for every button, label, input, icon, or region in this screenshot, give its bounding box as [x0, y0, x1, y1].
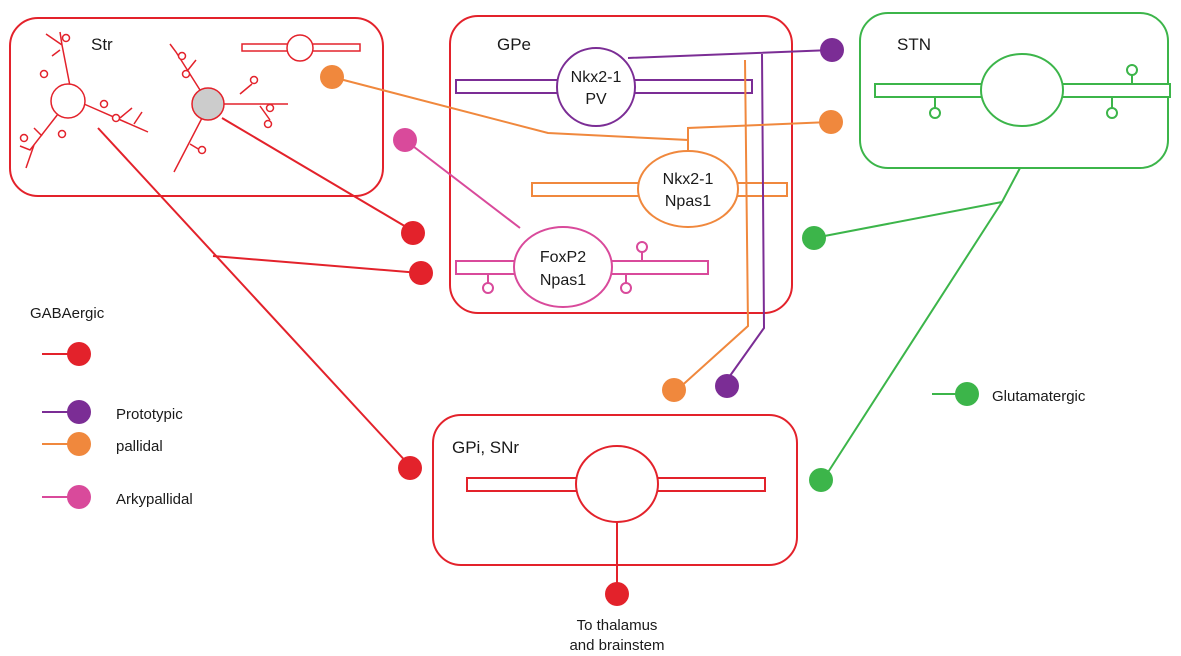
orange-terminal-gpi: [662, 378, 686, 402]
str-n1-spine: [111, 113, 121, 123]
striatal-interneuron: [241, 34, 361, 62]
str-n2-spine: [265, 103, 275, 113]
legend-gabaergic-label: GABAergic: [30, 305, 105, 322]
gpe-region-label: GPe: [497, 35, 531, 54]
str-n1-spine: [19, 133, 29, 143]
str-interneuron-soma: [286, 34, 314, 62]
legend-pallidal-label: pallidal: [116, 438, 163, 455]
str-to-gpi-projection: [97, 127, 411, 467]
arky-spine: [620, 282, 632, 294]
str-n1-spine: [57, 129, 67, 139]
stn-spine: [1106, 107, 1118, 119]
legend-glut-terminal: [955, 382, 979, 406]
npas1-soma: [637, 150, 739, 228]
str-n2-spine: [177, 51, 187, 61]
str-n2-spine: [249, 75, 259, 85]
stn-neuron: [874, 53, 1171, 127]
str-n2-dendrite-right: [224, 83, 288, 121]
striatal-neuron-2: [169, 43, 288, 173]
arky-axon-to-str: [404, 139, 521, 229]
str-n1-spine: [61, 33, 71, 43]
orange-terminal-top: [819, 110, 843, 134]
npas1-cell-label-2: Npas1: [665, 193, 711, 210]
gpi-snr-region-box: [432, 414, 798, 566]
arky-cell-label-2: Npas1: [540, 272, 586, 289]
gpi-soma: [575, 445, 659, 523]
stn-spine: [929, 107, 941, 119]
str-region-label: Str: [91, 35, 113, 54]
proto-axon: [627, 49, 833, 381]
stn-spine: [1126, 64, 1138, 76]
proto-terminal-gpi: [715, 374, 739, 398]
proto-soma: [556, 47, 636, 127]
output-label-line-2: and brainstem: [569, 637, 664, 654]
output-label-line-1: To thalamus: [577, 617, 658, 634]
npas1-axon-upper: [687, 121, 831, 140]
gpe-prototypic-neuron: [455, 47, 753, 127]
npas1-axon-to-gpi: [676, 59, 750, 391]
legend-arky-terminal: [67, 485, 91, 509]
legend-pallidal-terminal: [67, 432, 91, 456]
npas1-axon-to-str: [331, 76, 689, 150]
str-n1-spine: [99, 99, 109, 109]
str-n2-spine: [181, 69, 191, 79]
npas1-cell-label-1: Nkx2-1: [663, 171, 714, 188]
gaba-terminal-str-n2: [401, 221, 425, 245]
arky-soma: [513, 226, 613, 308]
str-region-box: [9, 17, 384, 197]
str-to-gpe-projection: [212, 255, 421, 274]
stn-axon: [813, 167, 1021, 481]
glut-terminal-gpi: [809, 468, 833, 492]
stn-region-label: STN: [897, 35, 931, 54]
proto-terminal-top: [820, 38, 844, 62]
gaba-terminal-output: [605, 582, 629, 606]
gpe-npas1-neuron: [531, 150, 788, 228]
gpe-region-box: [449, 15, 793, 314]
str-n1-dendrite-down: [19, 113, 59, 169]
str-n1-dendrite-up: [45, 31, 71, 87]
orange-terminal-str: [320, 65, 344, 89]
proto-cell-label-1: Nkx2-1: [571, 69, 622, 86]
legend-arkypallidal-label: Arkypallidal: [116, 491, 193, 508]
legend-prototypic-label: Prototypic: [116, 406, 183, 423]
glut-terminal-gpe: [802, 226, 826, 250]
striatal-neuron-1: [19, 31, 149, 169]
arky-terminal-str: [393, 128, 417, 152]
arky-spine: [636, 241, 648, 253]
str-n1-spine: [39, 69, 49, 79]
legend-gaba-terminal: [67, 342, 91, 366]
str-n2-spine: [263, 119, 273, 129]
gaba-terminal-str-to-gpi: [398, 456, 422, 480]
str-n2-spine: [197, 145, 207, 155]
str-n2-axon: [221, 117, 414, 232]
str-n2-dendrite-down: [173, 117, 203, 173]
gaba-terminal-str-to-gpe: [409, 261, 433, 285]
arky-cell-label-1: FoxP2: [540, 249, 586, 266]
arky-spine: [482, 282, 494, 294]
legend-glutamatergic-label: Glutamatergic: [992, 388, 1086, 405]
str-n2-soma: [191, 87, 225, 121]
stn-spine-stalk: [934, 75, 1133, 108]
legend-proto-terminal: [67, 400, 91, 424]
stn-soma: [980, 53, 1064, 127]
gpi-snr-region-label: GPi, SNr: [452, 438, 519, 457]
gpe-arkypallidal-neuron: [455, 226, 709, 308]
gpi-snr-neuron: [466, 445, 766, 523]
proto-cell-label-2: PV: [585, 91, 607, 108]
arky-spine-stalk: [487, 252, 643, 283]
str-n1-soma: [50, 83, 86, 119]
str-n2-dendrite-up: [169, 43, 201, 91]
